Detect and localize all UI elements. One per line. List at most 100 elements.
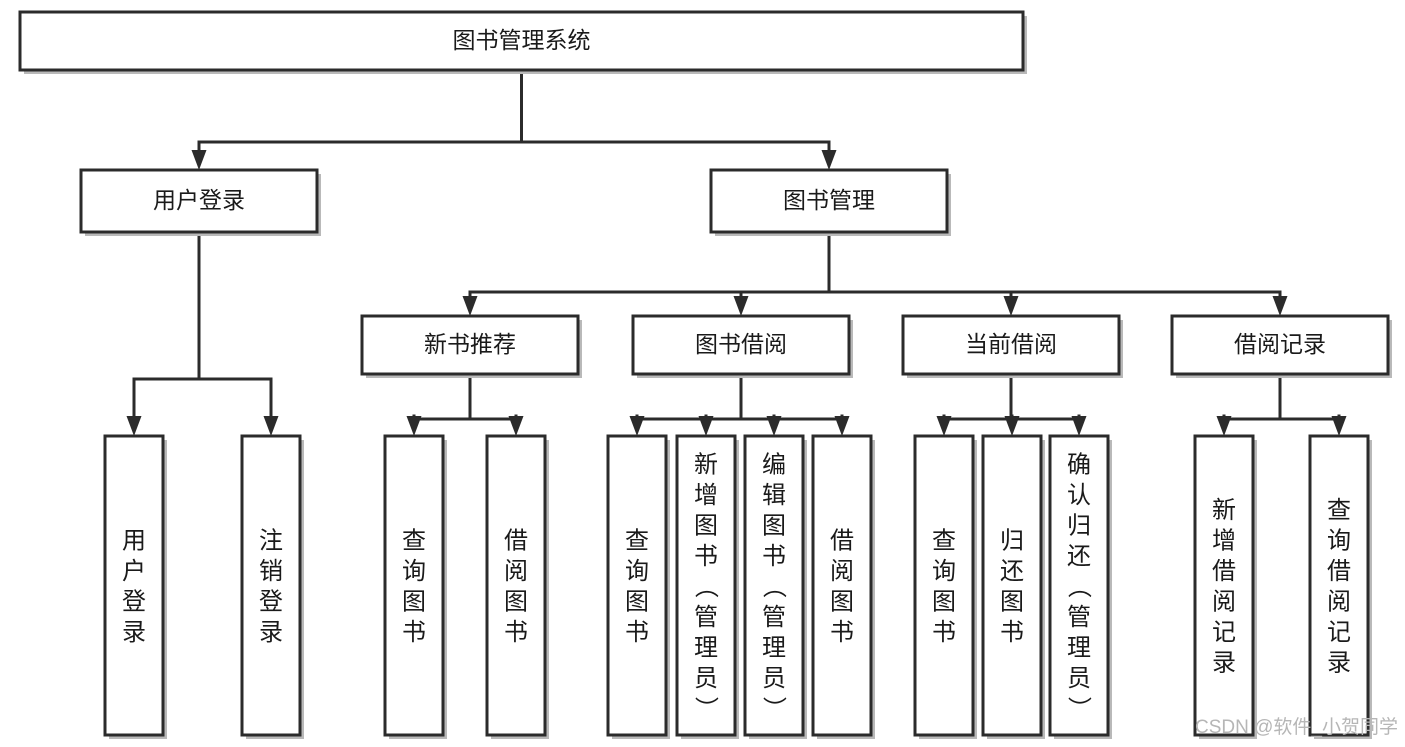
node-box[interactable] [743, 434, 805, 737]
node-box[interactable] [360, 314, 580, 376]
node-label-char: 增 [1212, 528, 1236, 555]
node-label-char: ） [1065, 696, 1092, 720]
node-label-char: （ [692, 574, 719, 598]
node-box[interactable] [485, 434, 547, 737]
node-box[interactable] [606, 434, 668, 737]
node-label-char: 图 [932, 589, 956, 616]
node-label-char: 用 [122, 528, 146, 555]
arrow-head [1071, 416, 1087, 436]
node-label-char: 图 [830, 589, 854, 616]
node-label-char: 图 [1000, 589, 1024, 616]
node-label-char: 注 [259, 528, 283, 555]
edge-group-from-book-borrow [629, 372, 850, 436]
node-label-char: ） [760, 696, 787, 720]
node-label-char: 记 [1212, 619, 1236, 646]
arrow-head [191, 150, 207, 170]
node-box[interactable] [811, 434, 873, 737]
node-label-char: 录 [1327, 650, 1351, 677]
node-box[interactable] [981, 434, 1043, 737]
node-box[interactable] [913, 434, 975, 737]
node-label: 新书推荐 [424, 331, 516, 357]
node-leaf-user-login[interactable]: 用户登录 [103, 434, 167, 739]
arrow-head [1216, 416, 1232, 436]
node-label-char: 询 [625, 558, 649, 585]
node-label-char: （ [1065, 574, 1092, 598]
node-borrow-record[interactable]: 借阅记录 [1170, 314, 1392, 378]
node-new-book-recommend[interactable]: 新书推荐 [360, 314, 582, 378]
arrow-head [766, 416, 782, 436]
node-box[interactable] [79, 168, 319, 234]
node-label-char: 管 [694, 604, 718, 631]
node-label-char: 员 [694, 665, 718, 692]
node-label-char: 阅 [1327, 589, 1351, 616]
node-label-char: 书 [402, 619, 426, 646]
csdn-watermark: CSDN @软件_小贺同学 [1195, 716, 1398, 738]
node-label-char: 归 [1067, 512, 1091, 539]
node-label-char: 借 [1327, 558, 1351, 585]
node-label-char: 理 [694, 634, 718, 661]
node-current-borrow[interactable]: 当前借阅 [901, 314, 1123, 378]
arrow-head [936, 416, 952, 436]
node-user-login[interactable]: 用户登录 [79, 168, 321, 236]
node-label-char: 理 [762, 634, 786, 661]
edges-layer [126, 68, 1347, 436]
arrow-head [834, 416, 850, 436]
node-label-char: ） [692, 696, 719, 720]
node-book-borrow[interactable]: 图书借阅 [631, 314, 853, 378]
node-box[interactable] [103, 434, 165, 737]
arrow-head [406, 416, 422, 436]
node-label-char: 书 [625, 619, 649, 646]
node-label-char: 查 [932, 528, 956, 555]
node-label-char: 书 [1000, 619, 1024, 646]
arrow-head [508, 416, 524, 436]
arrow-head [1331, 416, 1347, 436]
node-label-char: 登 [122, 589, 146, 616]
node-box[interactable] [631, 314, 851, 376]
node-book-management[interactable]: 图书管理 [709, 168, 951, 236]
node-label-char: 登 [259, 589, 283, 616]
node-box[interactable] [675, 434, 737, 737]
arrow-head [821, 150, 837, 170]
node-label-char: 图 [504, 589, 528, 616]
node-label-char: 理 [1067, 634, 1091, 661]
node-box[interactable] [383, 434, 445, 737]
node-box[interactable] [1308, 434, 1370, 737]
node-box[interactable] [18, 10, 1025, 72]
node-label-char: 员 [1067, 665, 1091, 692]
node-box[interactable] [901, 314, 1121, 376]
node-box[interactable] [1170, 314, 1390, 376]
node-label-char: 询 [1327, 528, 1351, 555]
arrow-head [462, 296, 478, 316]
arrow-head [263, 416, 279, 436]
arrow-head [126, 416, 142, 436]
edge-group-from-current-borrow [936, 372, 1087, 436]
edge-group-from-book-management [462, 230, 1288, 316]
node-root[interactable]: 图书管理系统 [18, 10, 1027, 74]
node-label: 借阅记录 [1234, 331, 1326, 357]
node-box[interactable] [1193, 434, 1255, 737]
node-label-char: 记 [1327, 619, 1351, 646]
node-box[interactable] [1048, 434, 1110, 737]
node-label-char: 录 [1212, 650, 1236, 677]
node-label-char: 还 [1000, 558, 1024, 585]
node-label-char: 书 [694, 543, 718, 570]
node-label-char: 新 [694, 451, 718, 478]
node-box[interactable] [709, 168, 949, 234]
node-label-char: 管 [762, 604, 786, 631]
arrow-head [698, 416, 714, 436]
node-box[interactable] [240, 434, 302, 737]
